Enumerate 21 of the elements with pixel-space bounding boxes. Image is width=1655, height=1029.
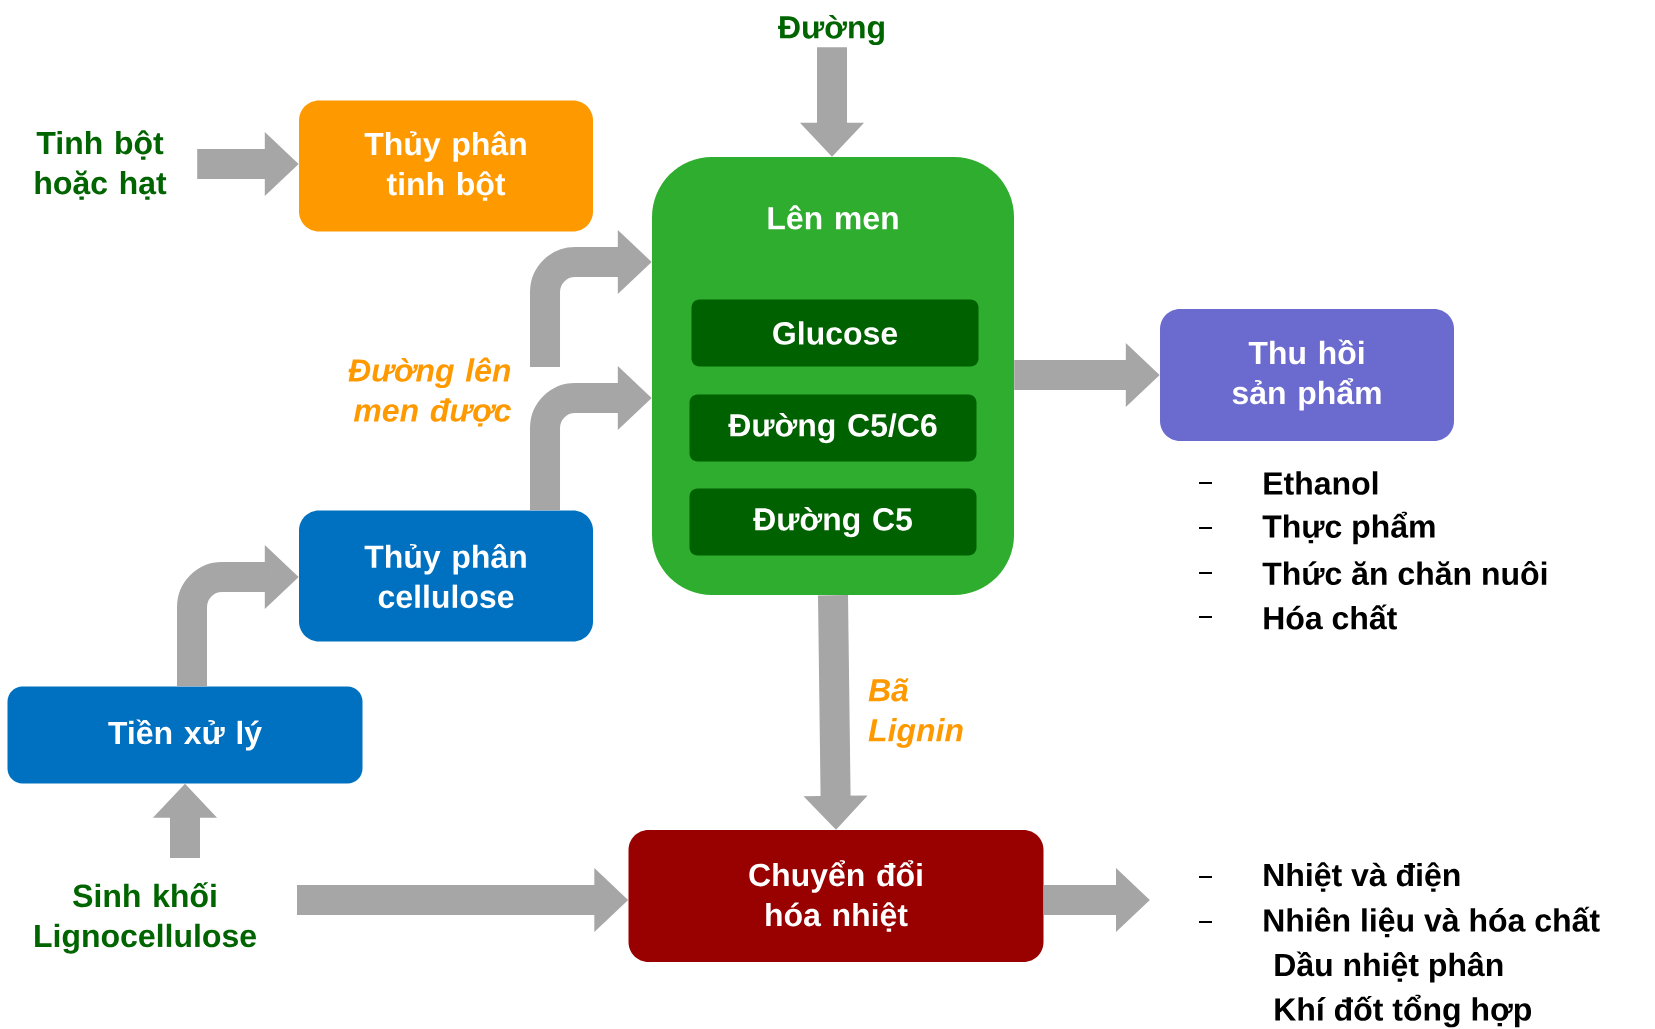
sugar-box: Đường C5 [689,488,977,556]
sugar-box: Glucose [691,299,979,367]
product-item: Thức ăn chăn nuôi [1262,560,1547,586]
product-item: Dầu nhiệt phân [1275,951,1503,983]
edge-label: Bã Lignin [868,678,963,748]
process-box: Chuyển đổi hóa nhiệt [628,830,1044,962]
sugar-box: Đường C5/C6 [689,394,977,462]
input-label: Tinh bột hoặc hạt [35,130,167,200]
process-box: Thủy phân cellulose [299,510,593,642]
process-box: Tiền xử lý [7,686,363,784]
product-item: Thực phẩm [1262,511,1435,545]
process-box: Thủy phân tinh bột [299,100,593,232]
process-box: Thu hồi sản phẩm [1160,309,1454,441]
product-item: Khí đốt tổng hợp [1275,994,1531,1028]
input-label: Đường [778,14,884,46]
product-item: Ethanol [1264,471,1378,495]
product-item: Nhiệt và điện [1264,862,1460,892]
input-label: Sinh khối Lignocellulose [35,882,256,954]
product-item: Hóa chất [1264,604,1397,630]
side-label: Đường lên men được [348,357,511,427]
product-item: Nhiên liệu và hóa chất [1264,906,1600,938]
